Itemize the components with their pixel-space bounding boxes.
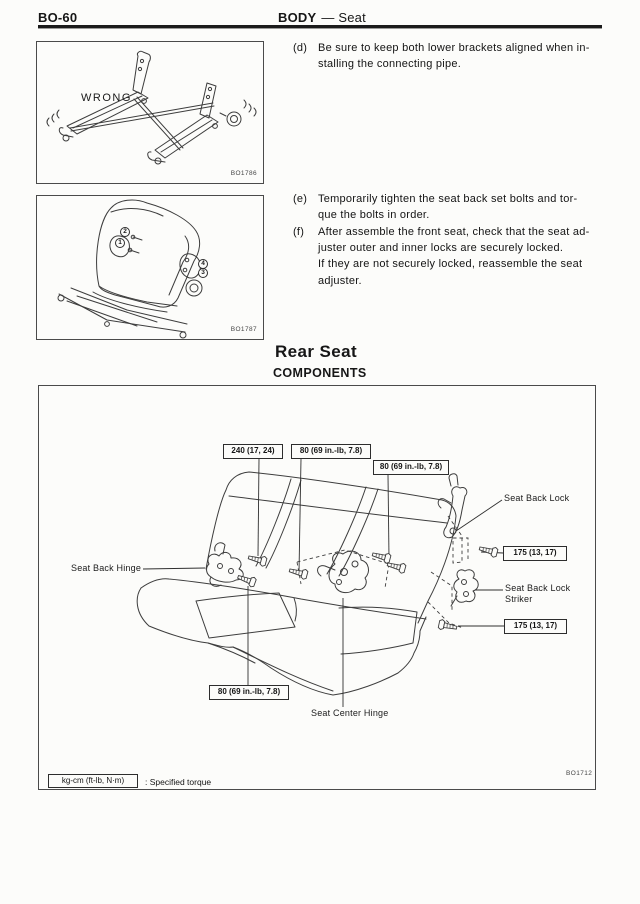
torque-box-175-lower: 175 (13, 17) bbox=[504, 619, 567, 634]
section-title-suffix: — Seat bbox=[321, 10, 366, 25]
label-seat-back-lock-striker: Seat Back Lock Striker bbox=[505, 583, 570, 604]
bench-seat-outline bbox=[136, 471, 479, 696]
seat-back-hinge-part bbox=[206, 542, 244, 587]
step-id: (e) bbox=[293, 193, 308, 205]
step-line: After assemble the front seat, check tha… bbox=[318, 226, 590, 238]
step-line: Temporarily tighten the seat back set bo… bbox=[318, 193, 578, 205]
torque-box-80-center: 80 (69 in.-lb, 7.8) bbox=[373, 460, 449, 475]
torque-box-80-bottom: 80 (69 in.-lb, 7.8) bbox=[209, 685, 289, 700]
step-line: juster outer and inner locks are securel… bbox=[318, 242, 564, 255]
figure-code: BO1786 bbox=[230, 170, 257, 177]
components-diagram: 240 (17, 24) 80 (69 in.-lb, 7.8) 80 (69 … bbox=[38, 385, 596, 790]
label-seat-center-hinge: Seat Center Hinge bbox=[311, 708, 389, 718]
components-subtitle: COMPONENTS bbox=[273, 366, 367, 380]
step-line: adjuster. bbox=[318, 274, 362, 287]
bolt-callout-2: 2 bbox=[120, 227, 130, 237]
rear-seat-title: Rear Seat bbox=[275, 342, 358, 361]
alignment-dashed-lines bbox=[296, 515, 469, 629]
figure-code: BO1712 bbox=[566, 770, 593, 777]
instruction-step-f: (f) After assemble the front seat, check… bbox=[293, 224, 627, 289]
seat-center-hinge-part bbox=[317, 550, 369, 594]
torque-box-175-upper: 175 (13, 17) bbox=[503, 546, 567, 561]
striker-label-line1: Seat Back Lock bbox=[505, 583, 571, 593]
step-line: If they are not securely locked, reassem… bbox=[318, 258, 583, 271]
section-title: BODY — Seat bbox=[278, 10, 366, 25]
label-seat-back-lock: Seat Back Lock bbox=[504, 493, 570, 503]
torque-box-240: 240 (17, 24) bbox=[223, 444, 283, 459]
bolt-callout-3: 3 bbox=[198, 268, 208, 278]
torque-unit-box: kg-cm (ft-lb, N·m) bbox=[48, 774, 138, 788]
seat-back-lock-striker-part bbox=[450, 569, 479, 607]
striker-label-line2: Striker bbox=[505, 593, 533, 604]
wrong-label: WRONG bbox=[81, 92, 132, 104]
instruction-step-d: (d) Be sure to keep both lower brackets … bbox=[293, 40, 627, 72]
bolt-callout-1: 1 bbox=[115, 238, 125, 248]
page-code: BO-60 bbox=[38, 10, 78, 25]
front-seat-drawing bbox=[57, 199, 203, 339]
step-line: que the bolts in order. bbox=[318, 209, 430, 222]
step-id: (d) bbox=[293, 42, 308, 54]
figure-front-seat-bolt-order: 2 1 4 3 BO1787 bbox=[36, 195, 264, 340]
leader-lines bbox=[142, 458, 504, 707]
label-seat-back-hinge: Seat Back Hinge bbox=[71, 563, 142, 573]
header-rule bbox=[38, 25, 602, 29]
torque-box-80-left: 80 (69 in.-lb, 7.8) bbox=[291, 444, 371, 459]
torque-legend-text: : Specified torque bbox=[145, 777, 212, 787]
step-id: (f) bbox=[293, 226, 305, 238]
section-title-bold: BODY bbox=[278, 10, 317, 25]
rear-seat-drawing bbox=[136, 458, 504, 707]
instruction-step-e: (e) Temporarily tighten the seat back se… bbox=[293, 191, 627, 223]
step-line: stalling the connecting pipe. bbox=[318, 58, 462, 71]
step-line: Be sure to keep both lower brackets alig… bbox=[318, 42, 590, 54]
figure-seat-adjuster-wrong: WRONG BO1786 bbox=[36, 41, 264, 184]
figure-code: BO1787 bbox=[230, 326, 257, 333]
seat-adjuster-drawing bbox=[46, 50, 257, 165]
